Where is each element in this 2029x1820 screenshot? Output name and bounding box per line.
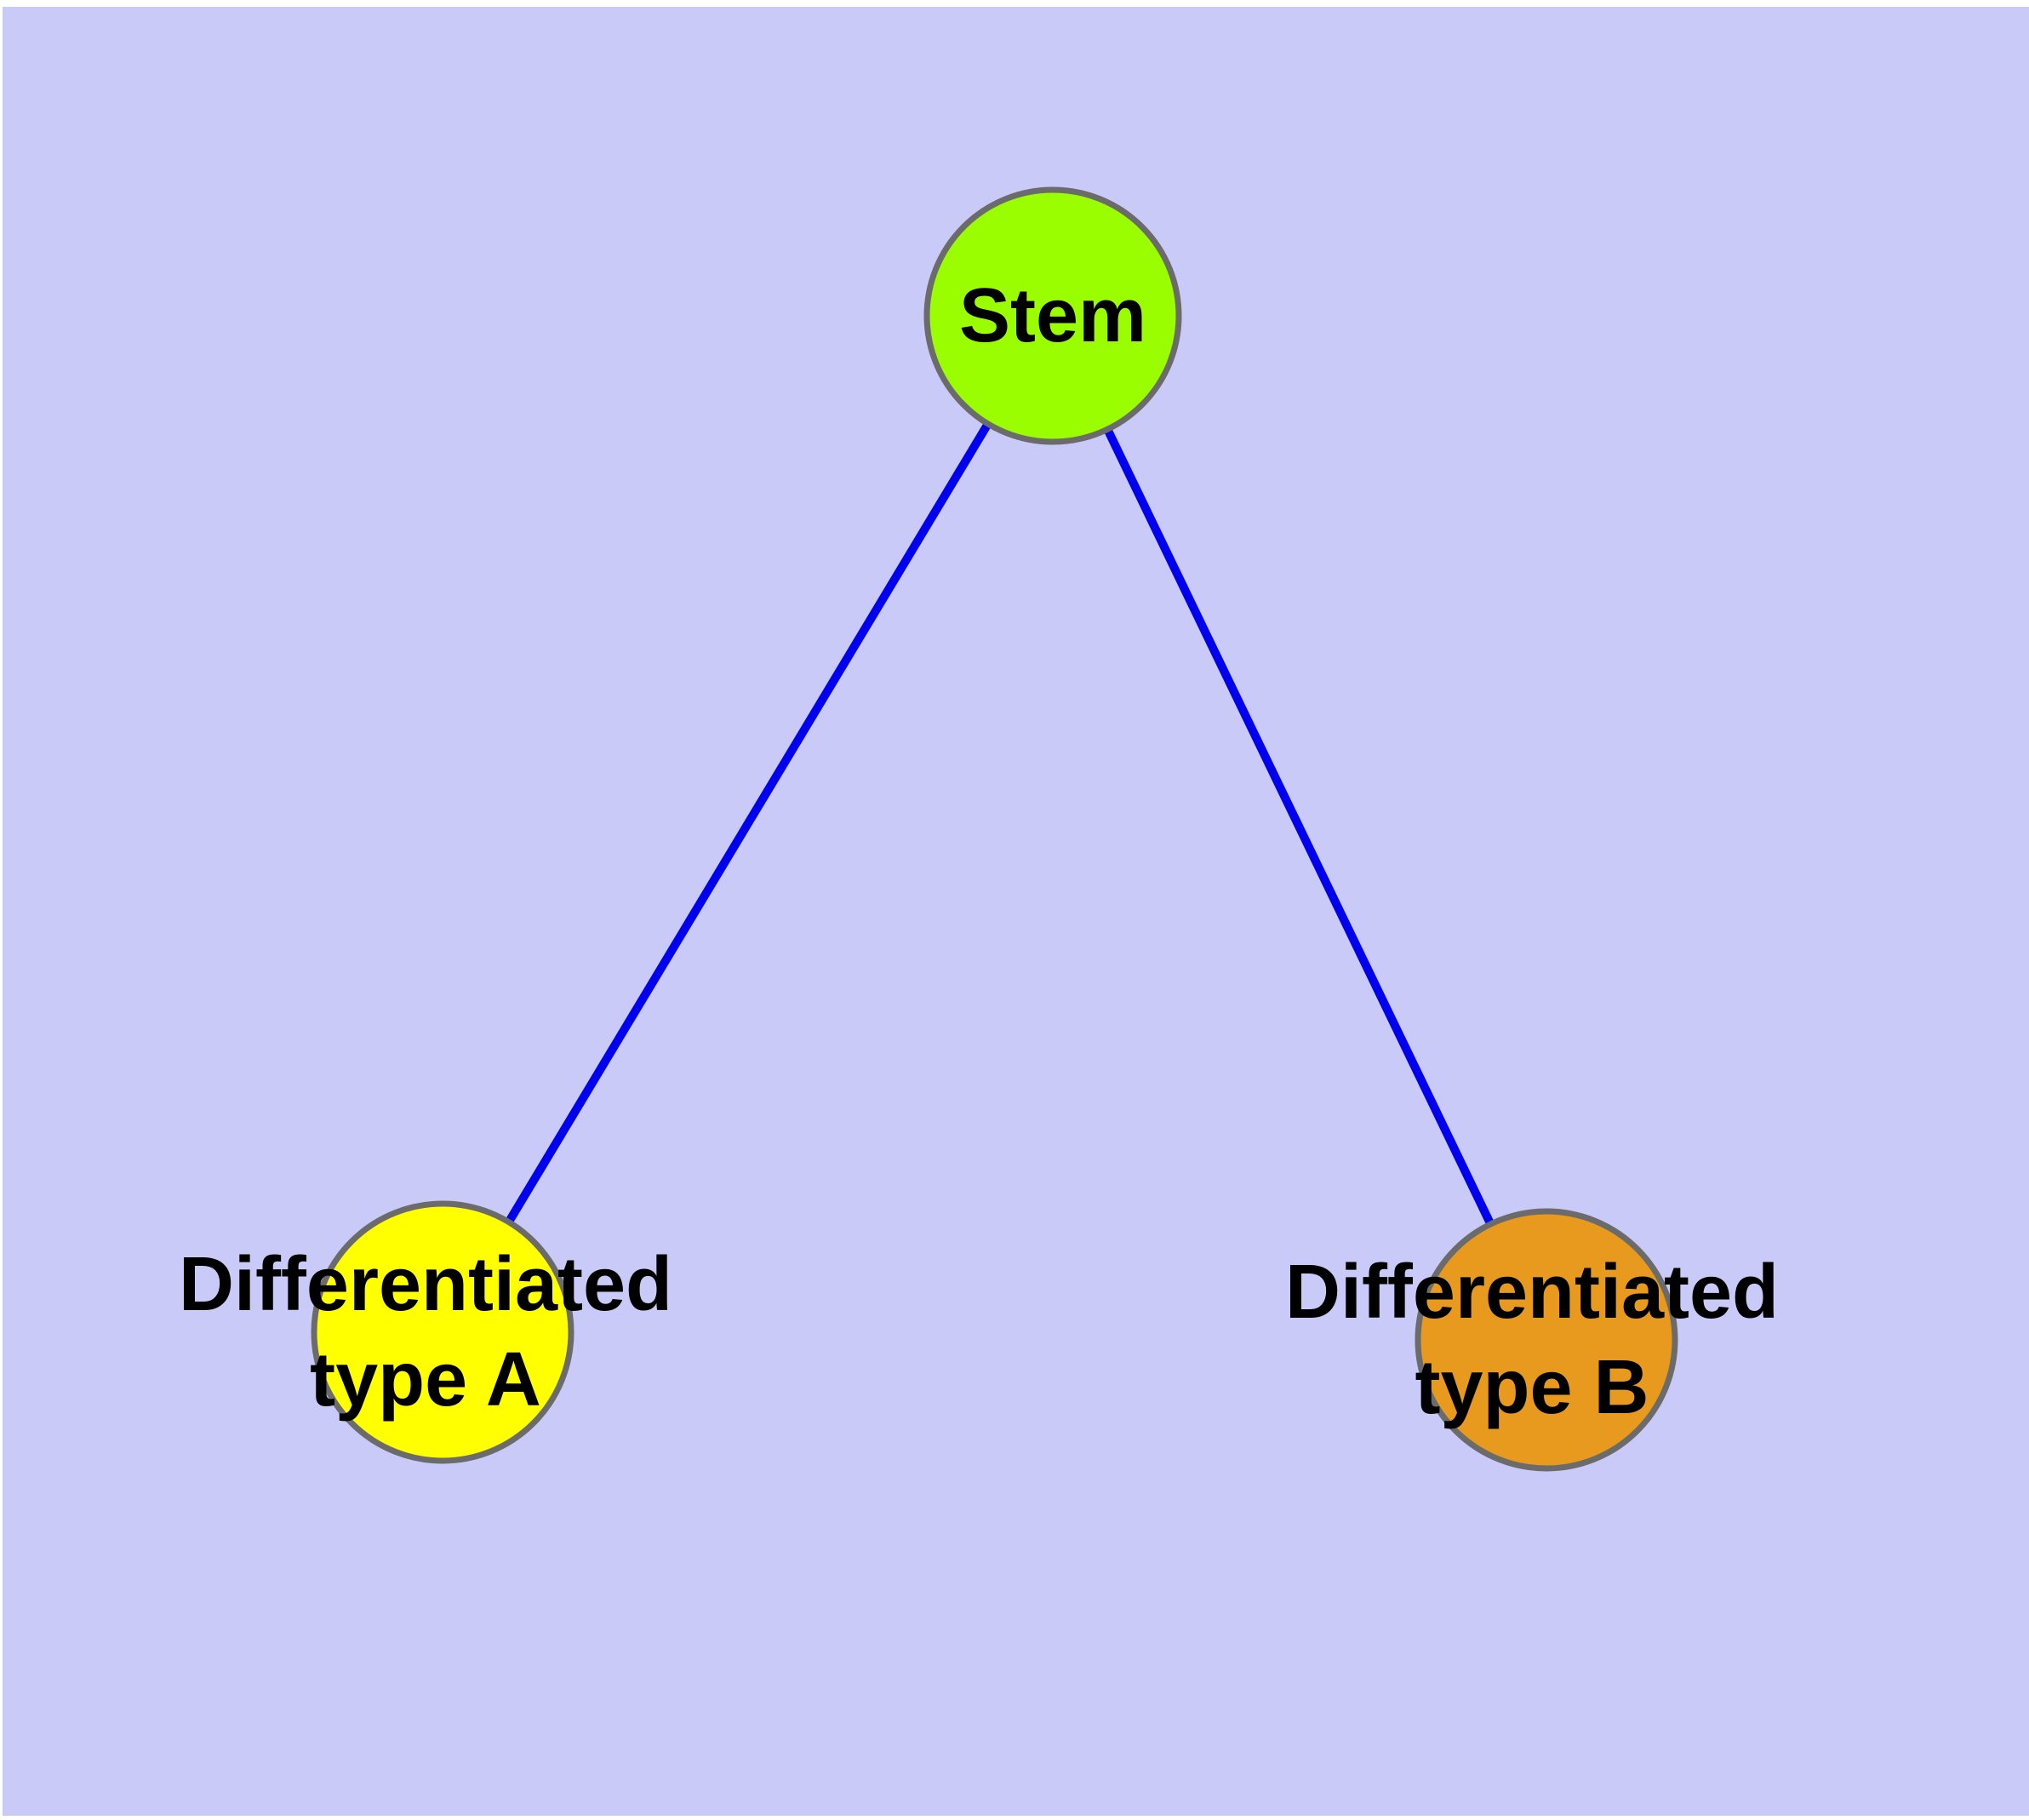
node-type-b-label-line1: Differentiated xyxy=(1284,1250,1780,1335)
node-type-b xyxy=(1415,1208,1678,1472)
edge-stem-to-type-b xyxy=(1049,313,1551,1342)
node-type-a-label: Differentiated type A xyxy=(43,1237,809,1428)
node-type-a xyxy=(311,1200,574,1464)
node-type-a-label-line1: Differentiated xyxy=(178,1242,673,1327)
node-type-b-label: Differentiated type B xyxy=(1149,1245,1915,1435)
node-stem-label: Stem xyxy=(958,273,1147,358)
node-type-b-label-line2: type B xyxy=(1415,1345,1649,1430)
edge-stem-to-type-a xyxy=(438,313,1057,1335)
node-type-a-label-line2: type A xyxy=(310,1337,541,1422)
node-stem xyxy=(923,186,1182,445)
